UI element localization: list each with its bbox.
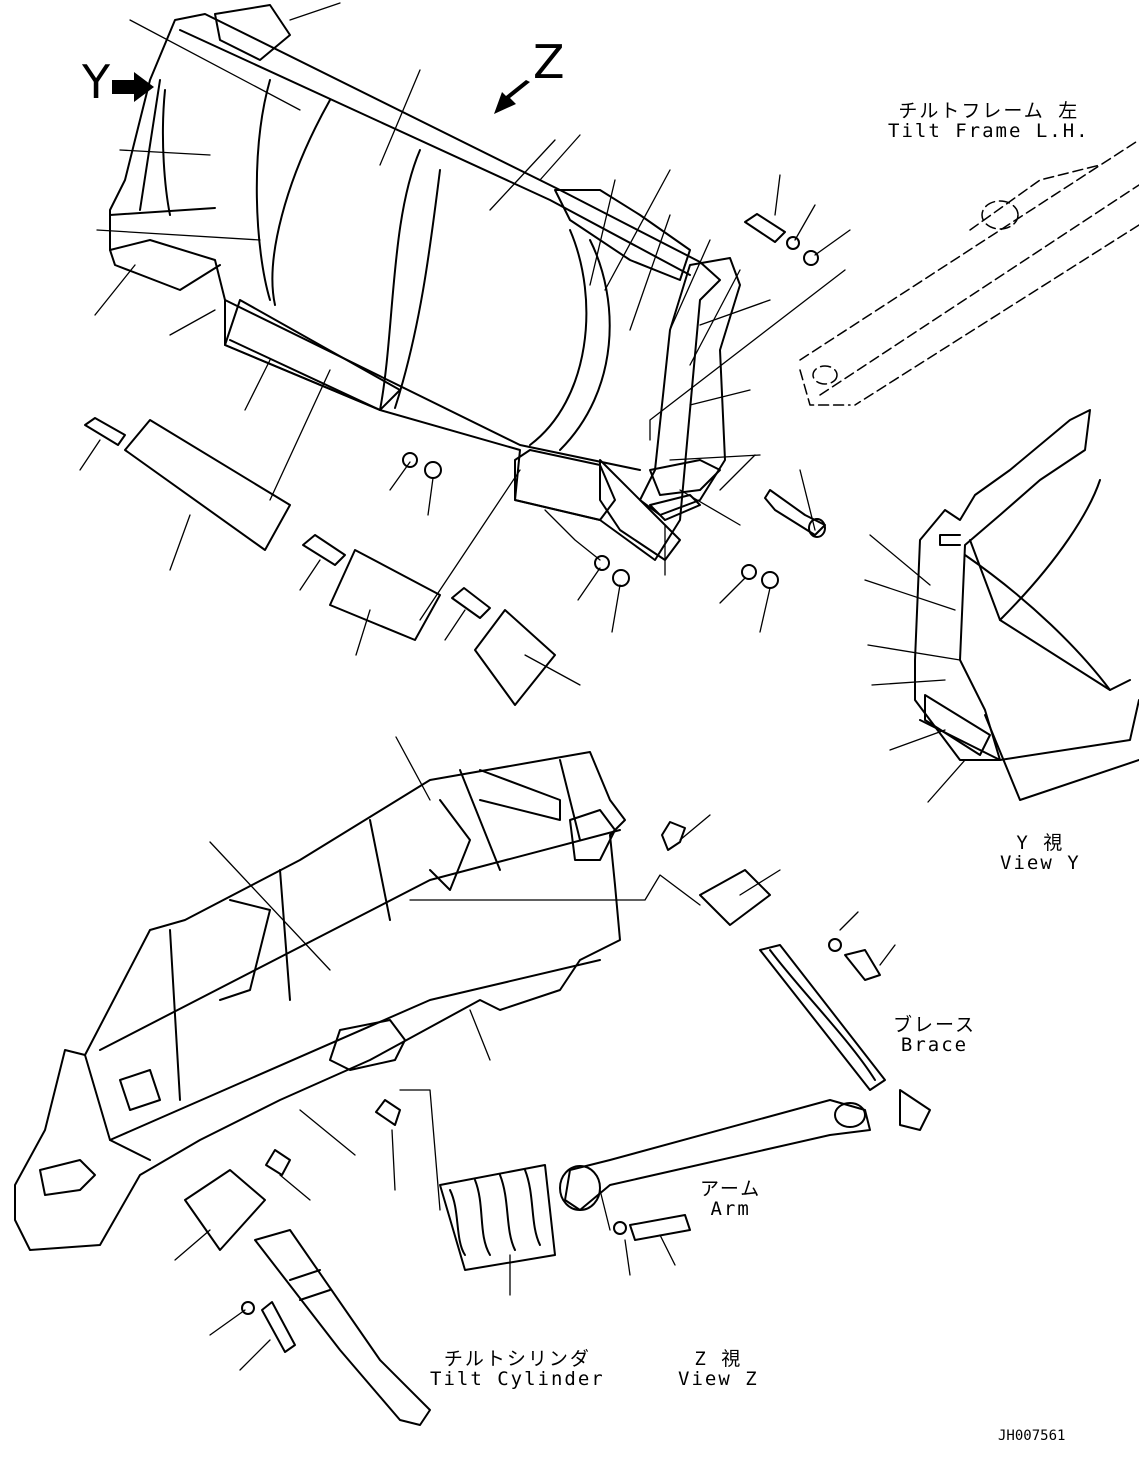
blade-assembly (109, 4, 741, 561)
label-tilt-cylinder-jp: チルトシリンダ (443, 1348, 591, 1370)
label-tilt-cylinder: チルトシリンダ Tilt Cylinder (430, 1348, 605, 1390)
leader-lines-view-y (864, 534, 966, 803)
leader-lines-upper (79, 2, 851, 686)
drawing-code: JH007561 (998, 1428, 1066, 1444)
view-arrow-z-icon (492, 80, 532, 121)
label-view-z: Z 視 View Z (678, 1348, 759, 1390)
view-marker-y: Y (82, 55, 111, 109)
label-view-y-jp: Y 視 (1016, 832, 1065, 854)
label-arm-jp: アーム (700, 1178, 762, 1200)
label-tilt-frame-en: Tilt Frame L.H. (888, 119, 1090, 142)
fittings-and-shims (184, 821, 771, 1271)
label-tilt-frame-jp: チルトフレーム 左 (898, 100, 1080, 122)
blade-rear-view (14, 751, 626, 1251)
label-view-y: Y 視 View Y (1000, 832, 1081, 874)
label-view-z-jp: Z 視 (694, 1348, 743, 1370)
leader-lines-lower (174, 736, 896, 1371)
fasteners-upper (84, 213, 826, 619)
label-arm-en: Arm (710, 1197, 751, 1220)
tilt-frame-lh (799, 139, 1139, 406)
label-brace-en: Brace (900, 1033, 969, 1056)
label-tilt-frame: チルトフレーム 左 Tilt Frame L.H. (888, 100, 1090, 142)
label-tilt-cylinder-en: Tilt Cylinder (430, 1367, 605, 1390)
label-brace: ブレース Brace (893, 1014, 977, 1056)
label-arm: アーム Arm (700, 1178, 762, 1220)
view-marker-z: Z (533, 35, 565, 89)
label-view-y-en: View Y (1000, 851, 1081, 874)
view-arrow-y-icon (112, 72, 156, 107)
label-brace-jp: ブレース (893, 1014, 977, 1036)
label-view-z-en: View Z (678, 1367, 759, 1390)
brace-arm-cylinder (241, 938, 931, 1426)
edge-plates (124, 299, 556, 706)
view-y-drawing (914, 409, 1139, 801)
